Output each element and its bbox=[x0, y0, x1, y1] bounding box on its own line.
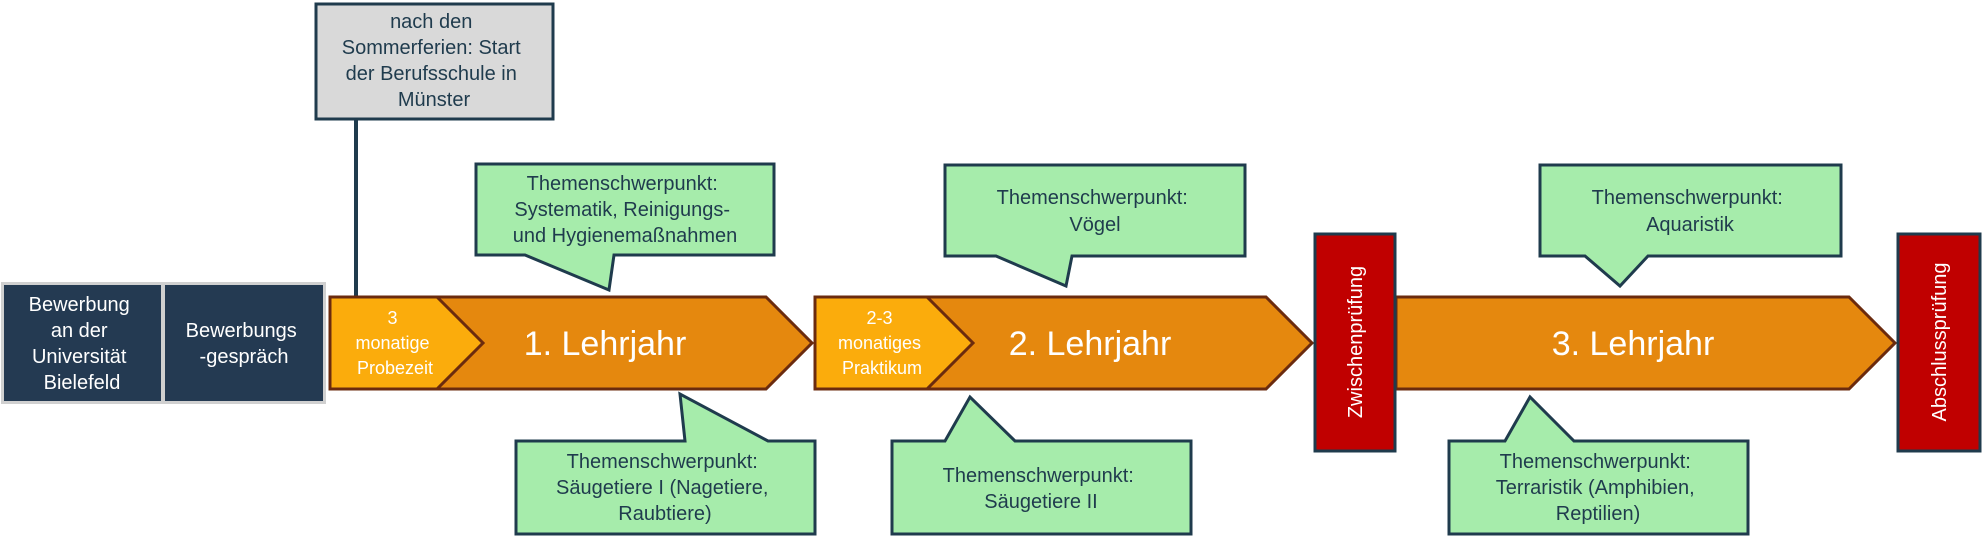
intermediate-exam-text: Zwischenprüfung bbox=[1345, 266, 1367, 418]
year-2-label: 2. Lehrjahr bbox=[1009, 325, 1172, 363]
year-3-label: 3. Lehrjahr bbox=[1552, 325, 1715, 363]
year-2-arrow: 2-3 monatiges Praktikum 2. Lehrjahr bbox=[813, 295, 1315, 391]
application-box: Bewerbung an der Universität Bielefeld bbox=[4, 285, 161, 401]
year-3-focus-top-text: Themenschwerpunkt: Aquaristik bbox=[1592, 187, 1789, 236]
probation-segment bbox=[328, 295, 486, 391]
year-3-focus-bottom-text: Themenschwerpunkt: Terraristik (Amphibie… bbox=[1496, 451, 1701, 525]
probation-text: 3 monatige Probezeit bbox=[355, 308, 434, 378]
year-2-focus-top-callout: Themenschwerpunkt: Vögel bbox=[943, 163, 1247, 289]
internship-segment bbox=[813, 295, 976, 391]
internship-text: 2-3 monatiges Praktikum bbox=[838, 308, 926, 378]
intermediate-exam-box: Zwischenprüfung bbox=[1313, 232, 1397, 453]
year-1-label: 1. Lehrjahr bbox=[524, 325, 687, 363]
year-2-focus-bottom-text: Themenschwerpunkt: Säugetiere II bbox=[943, 465, 1140, 513]
year-3-arrow: 3. Lehrjahr bbox=[1394, 295, 1898, 391]
year-2-focus-top-text: Themenschwerpunkt: Vögel bbox=[997, 187, 1194, 236]
year-1-focus-bottom-callout: Themenschwerpunkt: Säugetiere I (Nagetie… bbox=[514, 391, 817, 536]
school-note: nach den Sommerferien: Start der Berufss… bbox=[314, 2, 555, 121]
school-note-text: nach den Sommerferien: Start der Berufss… bbox=[342, 11, 527, 111]
year-1-arrow: 3 monatige Probezeit 1. Lehrjahr bbox=[328, 295, 815, 391]
final-exam-box: Abschlussprüfung bbox=[1896, 232, 1982, 453]
year-1-focus-bottom-text: Themenschwerpunkt: Säugetiere I (Nagetie… bbox=[556, 451, 774, 525]
application-text: Bewerbung an der Universität Bielefeld bbox=[29, 294, 136, 394]
interview-box: Bewerbungs -gespräch bbox=[165, 285, 323, 401]
final-exam-text: Abschlussprüfung bbox=[1929, 263, 1951, 422]
year-2-focus-bottom-callout: Themenschwerpunkt: Säugetiere II bbox=[890, 394, 1193, 536]
interview-text: Bewerbungs -gespräch bbox=[186, 320, 303, 368]
year-1-focus-top-text: Themenschwerpunkt: Systematik, Reinigung… bbox=[513, 173, 738, 247]
year-3-focus-top-callout: Themenschwerpunkt: Aquaristik bbox=[1538, 163, 1843, 289]
year-1-focus-top-callout: Themenschwerpunkt: Systematik, Reinigung… bbox=[474, 162, 776, 293]
year-3-focus-bottom-callout: Themenschwerpunkt: Terraristik (Amphibie… bbox=[1447, 394, 1750, 536]
